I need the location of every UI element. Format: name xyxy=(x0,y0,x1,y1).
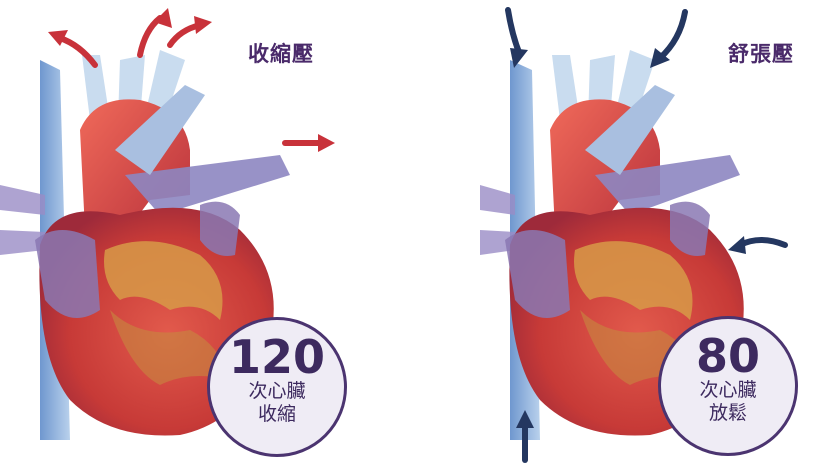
systolic-line2: 收縮 xyxy=(210,403,344,426)
systolic-title: 收縮壓 xyxy=(248,38,314,68)
diastolic-line2: 放鬆 xyxy=(661,402,795,425)
diastolic-value: 80 xyxy=(661,333,795,379)
diastolic-title: 舒張壓 xyxy=(728,38,794,68)
systolic-panel: 收縮壓 120 次心臟 收縮 xyxy=(0,0,410,475)
systolic-value: 120 xyxy=(210,334,344,380)
systolic-badge: 120 次心臟 收縮 xyxy=(207,317,347,457)
diastolic-panel: 舒張壓 80 次心臟 放鬆 xyxy=(410,0,819,475)
diastolic-badge: 80 次心臟 放鬆 xyxy=(658,316,798,456)
heart-illustration-systolic xyxy=(0,0,410,475)
diastolic-line1: 次心臟 xyxy=(661,379,795,402)
